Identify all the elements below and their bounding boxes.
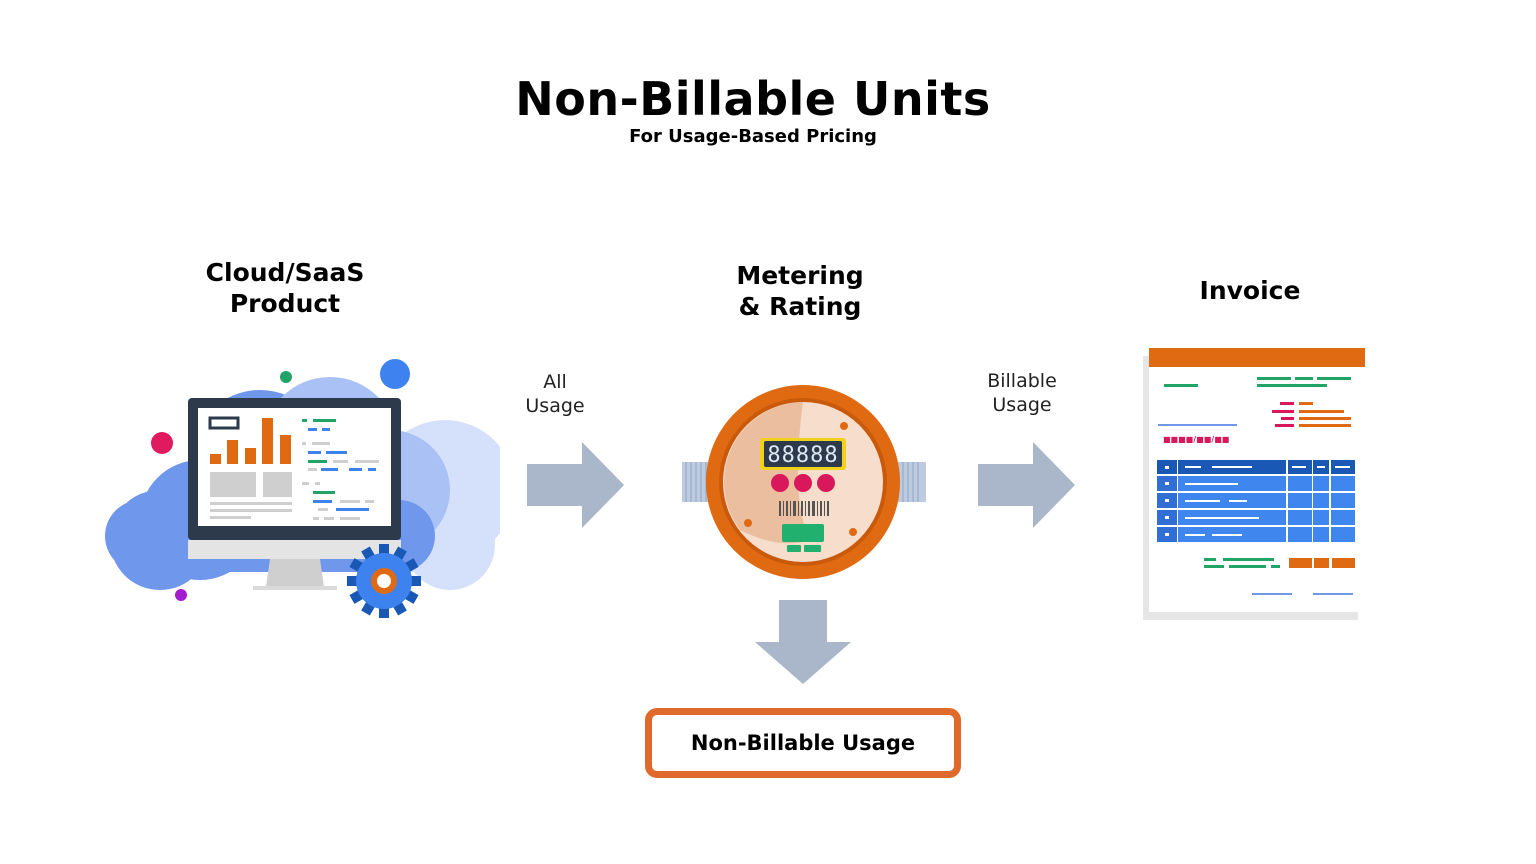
invoice-document-icon: ■■■■/■■/■■	[1143, 348, 1365, 620]
invoice-table	[1157, 460, 1355, 542]
cloud-saas-product-icon	[105, 359, 500, 618]
purple-dot-icon	[175, 589, 187, 601]
billable-usage-label: Billable Usage	[962, 369, 1082, 417]
metering-label-line1: Metering	[736, 261, 864, 290]
gear-icon	[347, 544, 421, 618]
utility-meter-icon: 88888	[682, 385, 926, 579]
meter-display: 88888	[767, 443, 838, 468]
all-usage-label: All Usage	[500, 370, 610, 418]
page-title: Non-Billable Units	[515, 72, 991, 126]
product-label-line2: Product	[229, 289, 341, 318]
green-dot-icon	[280, 371, 292, 383]
arrow-right-billable-usage-icon	[978, 442, 1075, 528]
non-billable-usage-box: Non-Billable Usage	[645, 708, 961, 778]
invoice-label: Invoice	[1199, 276, 1301, 305]
product-label: Cloud/SaaS Product	[170, 257, 400, 319]
blue-dot-icon	[380, 359, 410, 389]
meter-pipe-right-icon	[898, 462, 926, 502]
invoice-header-bar	[1149, 348, 1365, 367]
arrow-right-all-usage-icon	[527, 442, 624, 528]
metering-label: Metering & Rating	[685, 260, 915, 322]
product-label-line1: Cloud/SaaS	[205, 258, 365, 287]
metering-label-line2: & Rating	[738, 292, 862, 321]
barcode-icon	[779, 501, 829, 516]
arrow-down-non-billable-icon	[755, 600, 851, 684]
all-usage-line1: All	[543, 371, 567, 393]
invoice-date: ■■■■/■■/■■	[1163, 435, 1229, 444]
page-subtitle: For Usage-Based Pricing	[629, 126, 877, 147]
billable-usage-line1: Billable	[987, 370, 1057, 392]
all-usage-line2: Usage	[525, 395, 585, 417]
pink-dot-icon	[151, 432, 173, 454]
billable-usage-line2: Usage	[992, 394, 1052, 416]
monitor-icon	[188, 398, 401, 590]
non-billable-usage-label: Non-Billable Usage	[690, 731, 916, 755]
